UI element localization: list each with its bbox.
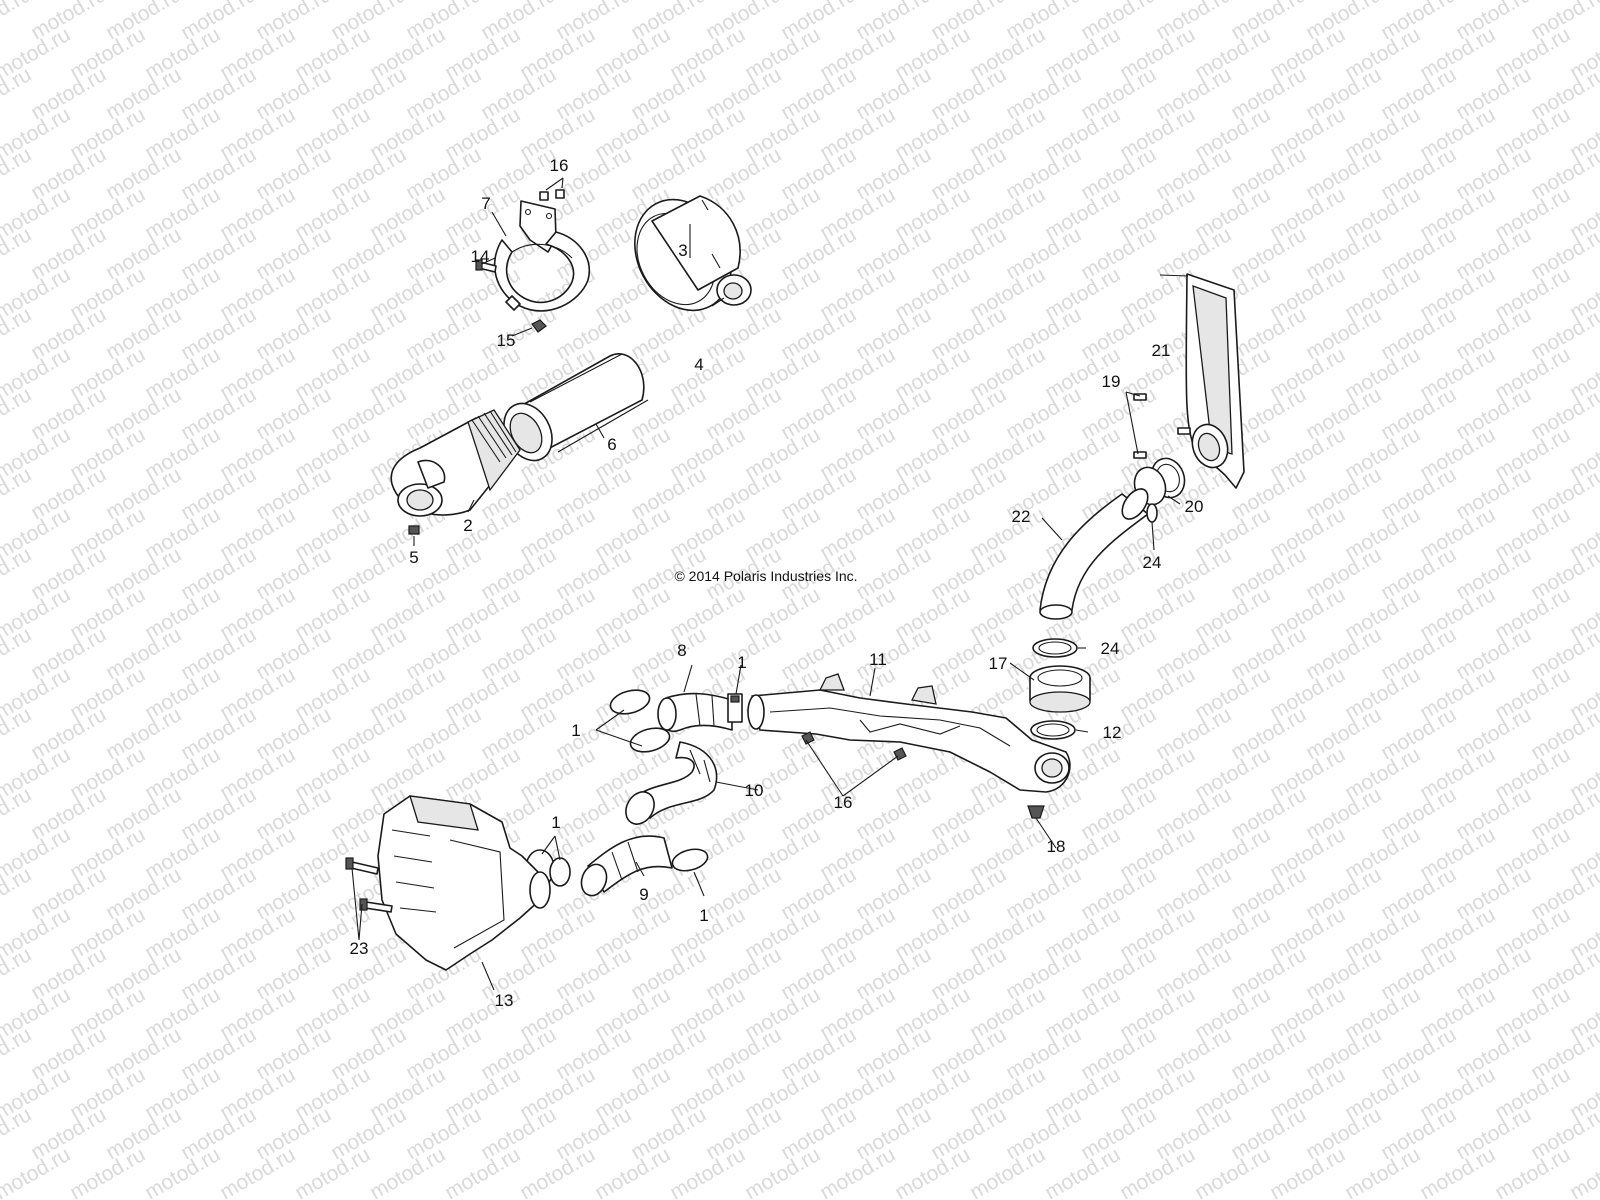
callout-16-duct: 16 (834, 793, 853, 812)
part-8-hose (657, 692, 733, 733)
part-1-clamps (525, 689, 743, 887)
callout-10: 10 (745, 781, 764, 800)
part-21-intake-scoop (1185, 273, 1245, 489)
part-22-elbow-duct (1039, 488, 1149, 620)
part-5-plug (408, 525, 420, 535)
callout-23: 23 (350, 939, 369, 958)
part-24-clamps (1032, 503, 1158, 658)
callout-5: 5 (409, 548, 418, 567)
part-11-main-duct (747, 673, 1071, 793)
callout-2: 2 (463, 516, 472, 535)
callout-1-c: 1 (551, 813, 560, 832)
callout-22: 22 (1012, 507, 1031, 526)
part-2-airbox-housing (390, 409, 521, 517)
callout-24-upper: 24 (1143, 553, 1162, 572)
callout-21: 21 (1152, 341, 1171, 360)
part-9-hose (580, 835, 673, 897)
leader-lines (351, 177, 1189, 991)
callout-9: 9 (639, 885, 648, 904)
callout-11: 11 (869, 650, 887, 669)
callout-16-top: 16 (550, 156, 569, 175)
part-19-screws (1133, 393, 1191, 459)
callout-24-lower: 24 (1101, 639, 1120, 658)
part-10-hose (625, 741, 718, 825)
part-18-plug (1027, 805, 1045, 819)
callout-6: 6 (607, 435, 616, 454)
part-12-clamp (1030, 720, 1076, 740)
part-23-bolts (345, 857, 393, 913)
part-15-nut (531, 319, 547, 333)
callout-14: 14 (471, 247, 490, 266)
callout-1-d: 1 (699, 906, 708, 925)
callout-7: 7 (481, 194, 490, 213)
watermark-text: motod.ru (1566, 1143, 1600, 1200)
part-17-coupler (1029, 665, 1091, 713)
part-13-resonator-box (377, 795, 551, 971)
callout-12: 12 (1103, 723, 1122, 742)
part-7-bracket (493, 200, 591, 312)
callout-15: 15 (497, 331, 516, 350)
callout-20: 20 (1185, 497, 1204, 516)
callout-13: 13 (495, 991, 514, 1010)
part-4-grommet (716, 274, 752, 306)
part-3-end-cap (634, 195, 741, 312)
part-16-screws-top (539, 189, 565, 201)
callout-1-b: 1 (571, 721, 580, 740)
callout-18: 18 (1047, 837, 1066, 856)
part-14-bolt (475, 259, 497, 273)
callout-3: 3 (678, 241, 687, 260)
callout-8: 8 (677, 641, 686, 660)
callout-1-a: 1 (737, 653, 746, 672)
callout-17: 17 (989, 654, 1008, 673)
copyright-notice: © 2014 Polaris Industries Inc. (674, 568, 857, 584)
callout-19: 19 (1102, 372, 1121, 391)
callout-labels: 16 7 14 15 3 4 6 2 5 21 19 20 22 24 24 1… (350, 156, 1204, 1010)
callout-4: 4 (694, 355, 703, 374)
